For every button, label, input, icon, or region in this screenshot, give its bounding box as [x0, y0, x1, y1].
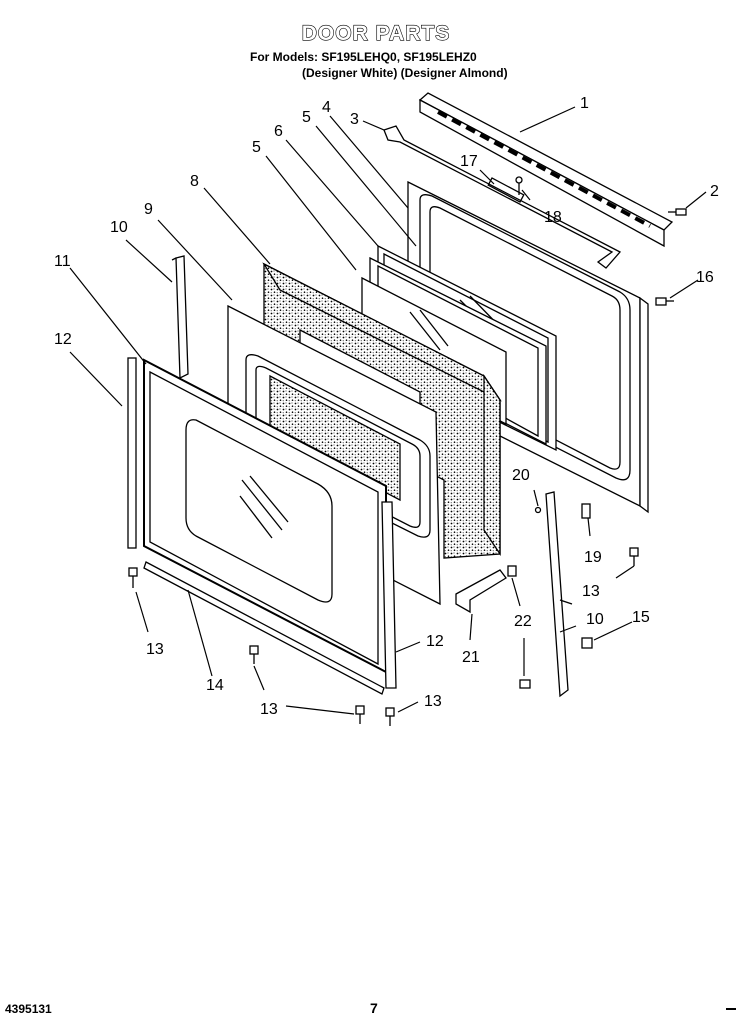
callout-21: 21	[462, 649, 480, 666]
part-2-screw	[668, 208, 687, 216]
callout-9: 9	[144, 201, 153, 218]
part-17-bracket	[487, 177, 525, 203]
part-22-screw-lower	[519, 679, 531, 689]
callout-12-right: 12	[426, 633, 444, 650]
part-13-screw-c	[355, 705, 365, 724]
part-13-screw-e	[629, 547, 639, 566]
part-15-spacer	[581, 637, 593, 649]
part-12-side-trim-right	[381, 501, 397, 689]
callout-22: 22	[514, 613, 532, 630]
callout-5-lower: 5	[252, 139, 261, 156]
callout-13-bottom: 13	[260, 701, 278, 718]
callout-1: 1	[580, 95, 589, 112]
leader-lines	[69, 106, 707, 715]
part-3-trim-strip	[383, 125, 622, 269]
part-12-side-trim-left	[127, 357, 137, 549]
callout-8: 8	[190, 173, 199, 190]
part-19-clip	[581, 503, 591, 519]
part-10-hinge-right	[545, 491, 573, 698]
callout-15: 15	[632, 609, 650, 626]
page-title: DOOR PARTS	[301, 21, 451, 45]
callout-12-left: 12	[54, 331, 72, 348]
models-line-2: (Designer White) (Designer Almond)	[302, 66, 508, 80]
part-13-screw-b	[249, 645, 259, 664]
page-number: 7	[370, 1000, 378, 1016]
part-20-screw	[534, 506, 542, 514]
callout-4: 4	[322, 99, 331, 116]
part-13-screw-d	[385, 707, 395, 726]
callout-18: 18	[544, 209, 562, 226]
part-10-hinge-left	[171, 255, 189, 380]
corner-mark	[726, 1008, 736, 1010]
part-14-bottom-trim	[143, 561, 385, 695]
models-line-1: For Models: SF195LEHQ0, SF195LEHZ0	[250, 50, 477, 64]
callout-13-left: 13	[146, 641, 164, 658]
callout-19: 19	[584, 549, 602, 566]
callout-6: 6	[274, 123, 283, 140]
callout-14: 14	[206, 677, 224, 694]
part-22-screw	[507, 565, 517, 577]
callout-16: 16	[696, 269, 714, 286]
callout-11: 11	[54, 253, 71, 270]
part-number: 4395131	[5, 1002, 52, 1016]
callout-13-right: 13	[582, 583, 600, 600]
part-21-bracket	[455, 569, 507, 614]
callout-13-bottom-right: 13	[424, 693, 442, 710]
callout-2: 2	[710, 183, 719, 200]
callout-5-upper: 5	[302, 109, 311, 126]
part-13-screw-a	[128, 567, 138, 588]
callout-3: 3	[350, 111, 359, 128]
callout-10-left: 10	[110, 219, 128, 236]
callout-20: 20	[512, 467, 530, 484]
model-list: For Models: SF195LEHQ0, SF195LEHZ0 (Desi…	[250, 49, 508, 81]
part-16-screw	[655, 297, 674, 306]
part-1-vent-trim	[418, 92, 674, 248]
part-18-screw	[515, 176, 523, 195]
callout-17: 17	[460, 153, 478, 170]
callout-10-right: 10	[586, 611, 604, 628]
